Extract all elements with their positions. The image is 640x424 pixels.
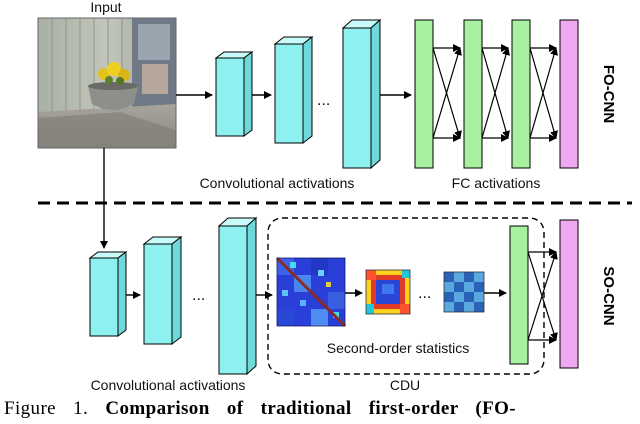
- so-conv-block-1: [88, 251, 128, 337]
- cdu-label: CDU: [390, 377, 420, 393]
- covariance-matrix-small: [443, 271, 485, 313]
- cdu-box: [267, 217, 545, 375]
- fo-conv-block-3: [341, 18, 382, 170]
- fc-layer-2: [463, 19, 483, 169]
- fo-conv-block-1: [214, 51, 254, 137]
- so-ellipsis-1: ...: [192, 287, 205, 304]
- so-cnn-label: SO-CNN: [600, 266, 617, 325]
- fo-ellipsis: ...: [317, 92, 330, 109]
- fc-connections: [432, 44, 558, 142]
- conv-activations-label-bottom: Convolutional activations: [91, 377, 246, 393]
- so-fc-layer: [509, 225, 529, 365]
- so-conv-block-2: [142, 235, 183, 346]
- covariance-matrix-large: [275, 256, 347, 328]
- input-label: Input: [90, 0, 121, 15]
- fo-output-layer: [559, 19, 579, 169]
- caption-figure-number: Figure 1.: [4, 398, 89, 419]
- fo-conv-block-2: [273, 35, 314, 145]
- fc-layer-3: [511, 19, 531, 169]
- input-photo: [37, 17, 177, 149]
- second-order-statistics-label: Second-order statistics: [327, 340, 469, 356]
- caption-title: Comparison of traditional first-order (F…: [105, 398, 516, 419]
- figure-caption: Figure 1. Comparison of traditional firs…: [4, 398, 640, 424]
- fc-layer-1: [414, 19, 434, 169]
- so-ellipsis-2: ...: [418, 285, 431, 302]
- so-fc-connections: [527, 248, 558, 344]
- so-conv-block-3: [217, 216, 258, 376]
- covariance-matrix-medium: [365, 269, 411, 315]
- fc-activations-label: FC activations: [452, 175, 541, 191]
- so-output-layer: [559, 219, 579, 369]
- conv-activations-label-top: Convolutional activations: [200, 175, 355, 191]
- fo-cnn-label: FO-CNN: [600, 65, 617, 123]
